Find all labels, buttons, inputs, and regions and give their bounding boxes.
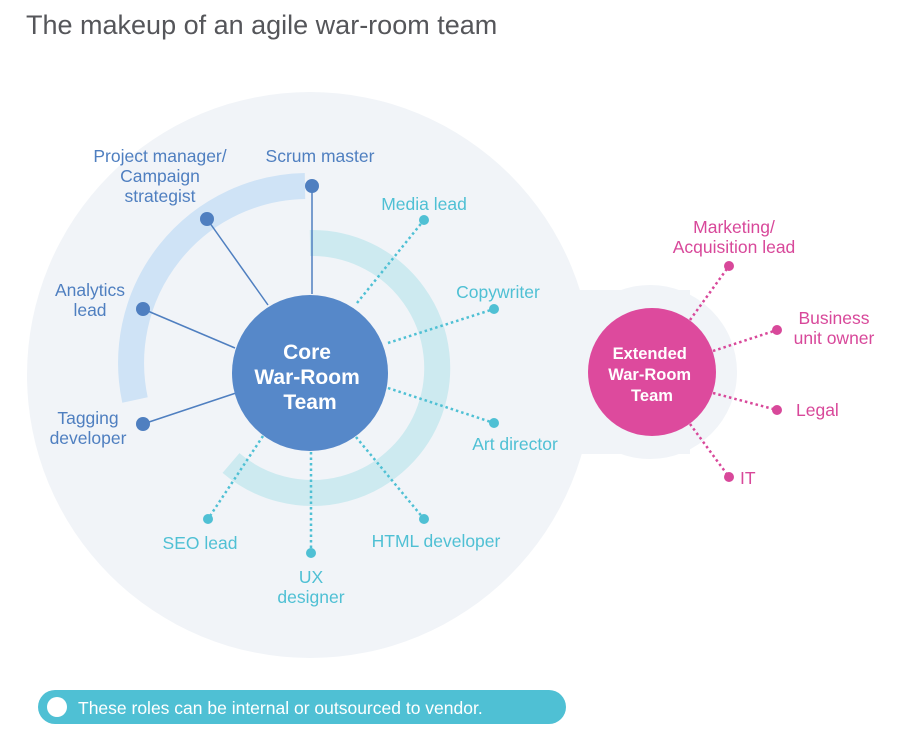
internal-role-label-line: developer (50, 428, 127, 448)
extended-role-connector (712, 328, 778, 353)
extended-role-label-line: Business (798, 308, 869, 328)
flexible-role-connector (387, 307, 495, 345)
legend-pill (38, 690, 566, 724)
flexible-role-dot (203, 514, 213, 524)
internal-role-label-line: strategist (125, 186, 196, 206)
role-dots (136, 179, 782, 558)
flexible-role-dot (419, 514, 429, 524)
flexible-role-label-line: SEO lead (163, 533, 238, 553)
flexible-role-dot (306, 548, 316, 558)
flexible-roles-arc (222, 229, 451, 506)
internal-role-label-line: Analytics (55, 280, 125, 300)
core-team-label-line: Core (283, 341, 331, 364)
flexible-role-label: HTML developer (372, 531, 501, 551)
extended-role-dot (772, 325, 782, 335)
extended-role-connector (712, 391, 778, 412)
flexible-role-connector (356, 219, 425, 304)
extended-role-connector (688, 265, 731, 321)
internal-role-dot (136, 302, 150, 316)
core-team-label: Core War-Room Team (254, 341, 365, 414)
internal-role-dot (200, 212, 214, 226)
legend-text: These roles can be internal or outsource… (78, 698, 483, 718)
extended-role-label-line: Marketing/ (693, 217, 775, 237)
flexible-role-label-line: Media lead (381, 194, 467, 214)
internal-role-label: Scrum master (266, 146, 375, 166)
flexible-role-dot (489, 418, 499, 428)
internal-role-label-line: Tagging (57, 408, 118, 428)
extended-team-label-line: Extended (613, 345, 687, 363)
core-team-hub (232, 295, 388, 451)
extended-team-label-line: War-Room (608, 366, 691, 384)
flexible-role-connector (387, 386, 495, 425)
extended-team-label: Extended War-Room Team (608, 345, 695, 405)
internal-role-label-line: lead (73, 300, 106, 320)
extended-connectors (688, 265, 778, 478)
extended-team-label-line: Team (631, 387, 673, 405)
legend: These roles can be internal or outsource… (38, 690, 566, 724)
flexible-role-connector (206, 435, 265, 520)
flexible-role-label-line: Art director (472, 434, 558, 454)
internal-role-label-line: Project manager/ (93, 146, 226, 166)
flexible-role-label-line: HTML developer (372, 531, 501, 551)
internal-role-connector (206, 218, 269, 306)
extended-role-label: Marketing/Acquisition lead (673, 217, 796, 257)
flexible-role-connector (355, 436, 425, 520)
flexible-role-label-line: designer (277, 587, 344, 607)
flexible-role-label: Copywriter (456, 282, 540, 302)
extended-role-label-line: Legal (796, 400, 839, 420)
core-connectors (142, 186, 495, 553)
internal-role-label-line: Campaign (120, 166, 200, 186)
flexible-role-label: Media lead (381, 194, 467, 214)
core-team-label-line: Team (283, 391, 336, 414)
extended-role-label: Legal (796, 400, 839, 420)
diagram-title: The makeup of an agile war-room team (26, 10, 497, 40)
flexible-role-dot (489, 304, 499, 314)
extended-role-label: IT (740, 468, 756, 488)
extended-role-dot (724, 261, 734, 271)
legend-marker (47, 697, 67, 717)
internal-roles-arc (118, 173, 306, 403)
extended-role-label-line: IT (740, 468, 756, 488)
extended-role-label-line: Acquisition lead (673, 237, 796, 257)
extended-role-dot (772, 405, 782, 415)
core-team-label-line: War-Room (254, 366, 359, 389)
extended-role-label-line: unit owner (794, 328, 875, 348)
extended-role-dot (724, 472, 734, 482)
internal-role-dot (136, 417, 150, 431)
internal-role-dot (305, 179, 319, 193)
flexible-role-dot (419, 215, 429, 225)
flexible-role-label-line: UX (299, 567, 324, 587)
internal-role-connector (142, 308, 236, 349)
internal-role-label-line: Scrum master (266, 146, 375, 166)
extended-team-hub (588, 308, 716, 436)
flexible-role-label: SEO lead (163, 533, 238, 553)
flexible-role-label-line: Copywriter (456, 282, 540, 302)
flexible-role-label: Art director (472, 434, 558, 454)
internal-role-connector (142, 392, 237, 425)
